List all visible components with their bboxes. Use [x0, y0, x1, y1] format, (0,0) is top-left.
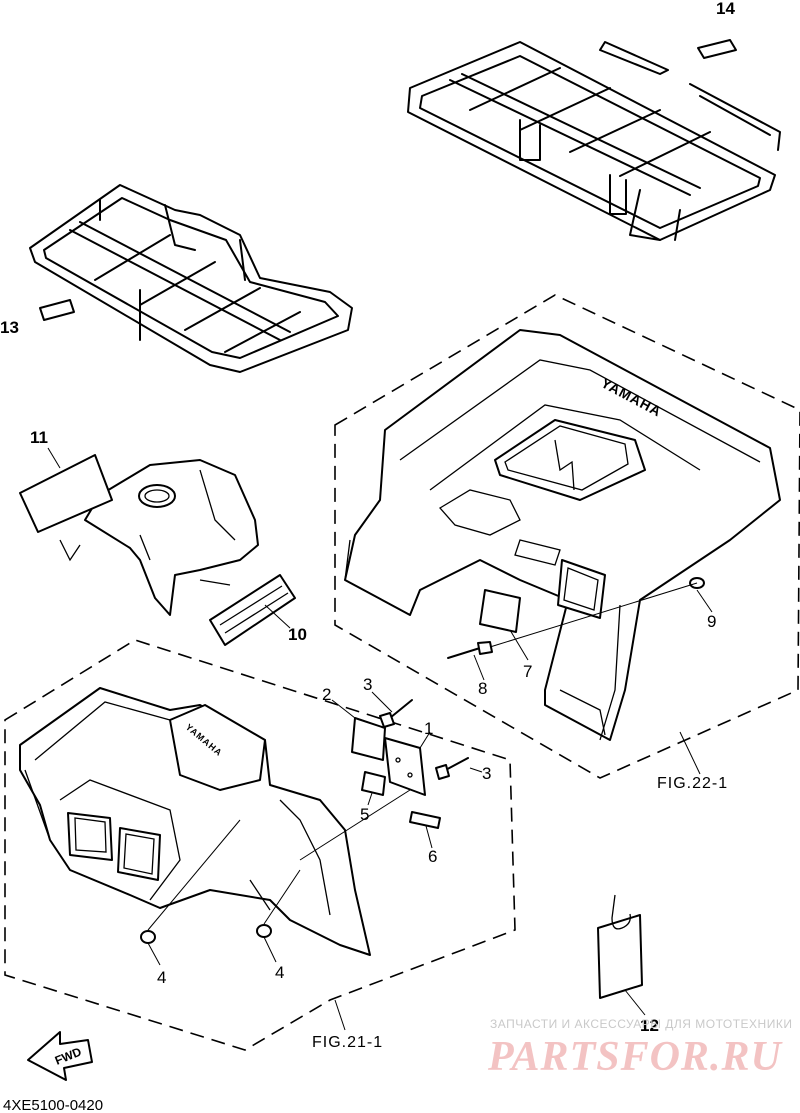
diagram-code: 4XE5100-0420 [3, 1097, 103, 1113]
callout-9: 9 [707, 612, 716, 631]
watermark-subtitle: ЗАПЧАСТИ И АКСЕССУАРЫ ДЛЯ МОТОТЕХНИКИ [490, 1017, 792, 1031]
rear-fender-group-outline [334, 294, 800, 779]
plate-2 [351, 717, 386, 761]
callout-12: 12 [640, 1016, 659, 1035]
fwd-arrow-icon: FWD [27, 1031, 93, 1081]
callout-3-right: 3 [482, 764, 491, 783]
callout-13: 13 [0, 318, 19, 337]
washer-4-right [256, 924, 272, 938]
callout-14: 14 [716, 0, 735, 18]
callout-11: 11 [30, 428, 48, 447]
watermark-brand: PARTSFOR.RU [487, 1034, 783, 1080]
pad-6 [409, 811, 441, 829]
rivet-8 [447, 641, 493, 659]
callout-8: 8 [478, 679, 487, 698]
front-fender: YAMAHA [19, 687, 371, 956]
callout-7: 7 [523, 662, 532, 681]
washer-4-left [140, 930, 156, 944]
rear-fender: YAMAHA [344, 329, 781, 741]
headlight-cover [59, 459, 259, 616]
pad-5 [361, 771, 386, 796]
callout-6: 6 [428, 847, 437, 866]
emblem-10 [209, 574, 296, 646]
bracket-1 [384, 737, 426, 796]
callout-1: 1 [424, 719, 433, 738]
label-11 [19, 447, 113, 533]
callout-5: 5 [360, 805, 369, 824]
fig-ref-rear: FIG.22-1 [657, 775, 728, 792]
callout-3-top: 3 [363, 675, 372, 694]
fig-ref-front: FIG.21-1 [312, 1034, 383, 1051]
front-carrier [29, 184, 353, 373]
rear-carrier [407, 39, 781, 241]
front-fender-group-outline [4, 639, 516, 1051]
callout-4-left: 4 [157, 968, 166, 987]
callout-4-right: 4 [275, 963, 284, 982]
callout-2: 2 [322, 685, 331, 704]
rivet-3-top [379, 699, 413, 728]
rivet-3-right [435, 757, 469, 780]
callout-10: 10 [288, 625, 307, 644]
plate-7 [479, 589, 521, 633]
tag-12 [597, 894, 646, 1016]
